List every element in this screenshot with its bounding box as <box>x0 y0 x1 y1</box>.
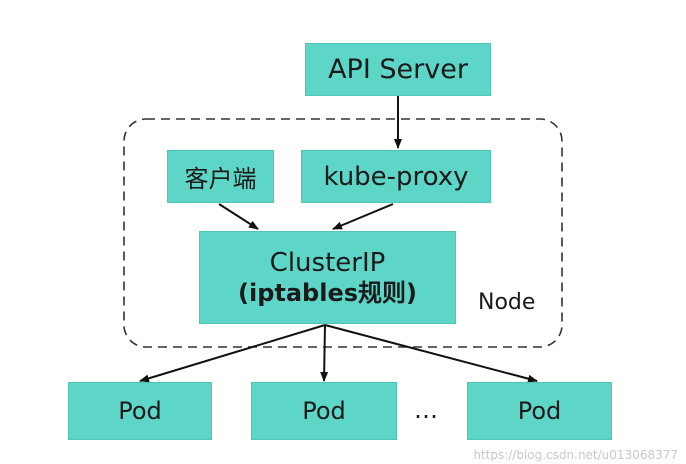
node-boundary-label: Node <box>478 290 536 315</box>
pod-box-3: Pod <box>467 382 612 440</box>
clusterip-title: ClusterIP <box>269 247 386 278</box>
pod-label-3: Pod <box>517 397 562 425</box>
arrow-proxy-to-clusterip <box>332 203 394 230</box>
arrow-client-to-clusterip <box>218 203 259 230</box>
client-label: 客户端 <box>184 165 257 193</box>
source-watermark: https://blog.csdn.net/u013068377 <box>473 448 678 462</box>
more-pods-ellipsis: … <box>414 396 440 424</box>
pod-label-2: Pod <box>302 397 346 425</box>
api-server-label: API Server <box>328 54 468 85</box>
arrow-clusterip-to-pod1 <box>139 324 326 383</box>
pod-box-1: Pod <box>68 382 212 440</box>
api-server-box: API Server <box>305 43 491 96</box>
client-box: 客户端 <box>167 150 274 203</box>
arrow-clusterip-to-pod2 <box>320 324 329 382</box>
kube-proxy-label: kube-proxy <box>323 161 469 192</box>
arrow-clusterip-to-pod3 <box>324 324 538 383</box>
pod-label-1: Pod <box>118 397 162 425</box>
clusterip-box: ClusterIP (iptables规则) <box>199 231 456 324</box>
clusterip-subtitle: (iptables规则) <box>238 278 417 307</box>
pod-box-2: Pod <box>251 382 397 440</box>
node-boundary <box>123 118 563 348</box>
kube-proxy-box: kube-proxy <box>301 150 491 203</box>
